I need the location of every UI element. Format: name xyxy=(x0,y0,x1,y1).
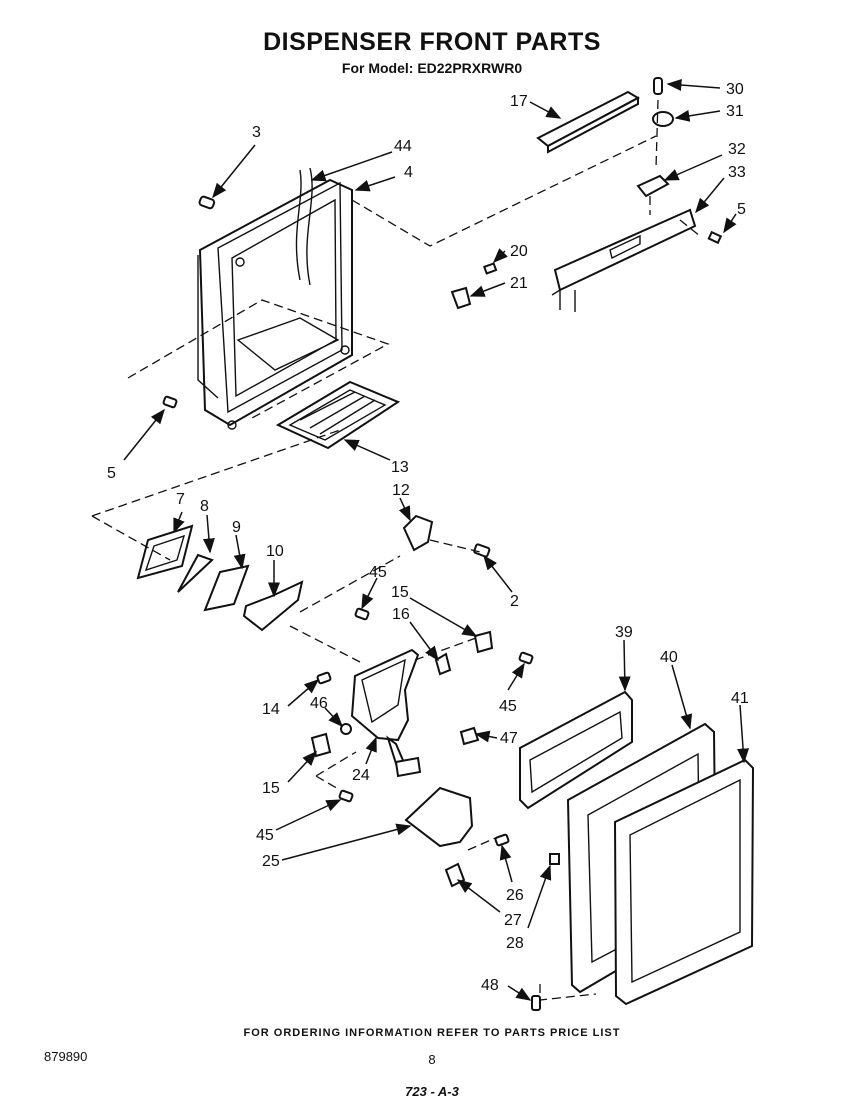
callout-45-c: 45 xyxy=(256,827,274,844)
screw-45-c xyxy=(338,789,354,803)
callout-28: 28 xyxy=(506,935,524,952)
callout-26: 26 xyxy=(506,887,524,904)
callout-10: 10 xyxy=(266,543,284,560)
callout-14: 14 xyxy=(262,701,280,718)
callout-20: 20 xyxy=(510,243,528,260)
callout-48: 48 xyxy=(481,977,499,994)
lever-24 xyxy=(350,648,422,778)
screw-48 xyxy=(531,995,541,1011)
callout-27: 27 xyxy=(504,912,522,929)
screw-2 xyxy=(473,543,491,558)
callout-5-left: 5 xyxy=(107,465,116,482)
bracket-32 xyxy=(636,174,670,198)
callout-5-right: 5 xyxy=(737,201,746,218)
part-28 xyxy=(549,853,560,865)
page-number: 8 xyxy=(428,1052,436,1067)
callout-44: 44 xyxy=(394,138,412,155)
callout-8: 8 xyxy=(200,498,209,515)
ordering-info-footer: FOR ORDERING INFORMATION REFER TO PARTS … xyxy=(243,1027,621,1039)
callout-2: 2 xyxy=(510,593,519,610)
screw-20 xyxy=(482,262,498,275)
callout-25: 25 xyxy=(262,853,280,870)
callout-24: 24 xyxy=(352,767,370,784)
assembly-dashed-lines xyxy=(91,99,701,1001)
callout-15-b: 15 xyxy=(262,780,280,797)
document-number: 879890 xyxy=(44,1049,88,1064)
callout-45-b: 45 xyxy=(499,698,517,715)
callout-41: 41 xyxy=(731,690,749,707)
callout-46: 46 xyxy=(310,695,328,712)
leader-lines xyxy=(123,79,750,1001)
callout-15-a: 15 xyxy=(391,584,409,601)
bracket-15-left xyxy=(310,732,332,758)
switch-12 xyxy=(402,514,434,552)
lens-8 xyxy=(177,553,214,593)
bracket-10 xyxy=(242,580,304,632)
screw-45-b xyxy=(518,651,534,665)
callout-labels: 3 44 4 17 30 31 32 33 5 20 21 5 13 7 8 9… xyxy=(107,81,749,994)
spring-16 xyxy=(434,652,452,676)
callout-9: 9 xyxy=(232,519,241,536)
callout-32: 32 xyxy=(728,141,746,158)
screw-26 xyxy=(494,833,510,847)
washer-46 xyxy=(340,723,352,735)
callout-12: 12 xyxy=(392,482,410,499)
callout-3: 3 xyxy=(252,124,261,141)
page-code: 723 - A-3 xyxy=(405,1084,459,1099)
part-47 xyxy=(459,726,480,746)
callout-16: 16 xyxy=(392,606,410,623)
screw-5-right xyxy=(707,230,723,245)
bracket-31 xyxy=(652,111,674,127)
top-bar xyxy=(536,90,641,154)
screw-5-left xyxy=(162,395,178,409)
callout-30: 30 xyxy=(726,81,744,98)
callout-47: 47 xyxy=(500,730,518,747)
callout-4: 4 xyxy=(404,164,413,181)
lens-frame-7 xyxy=(136,524,194,580)
callout-31: 31 xyxy=(726,103,744,120)
page-title: DISPENSER FRONT PARTS xyxy=(263,28,601,56)
callout-21: 21 xyxy=(510,275,528,292)
plug-3 xyxy=(198,195,216,210)
callout-39: 39 xyxy=(615,624,633,641)
callout-33: 33 xyxy=(728,164,746,181)
screw-30 xyxy=(653,77,663,95)
bracket-15-right xyxy=(473,630,494,654)
dispenser-housing xyxy=(197,167,353,430)
panel-39 xyxy=(519,690,633,810)
screw-45-a xyxy=(354,607,370,621)
callout-7: 7 xyxy=(176,491,185,508)
callout-17: 17 xyxy=(510,93,528,110)
pin-14 xyxy=(316,671,332,685)
callout-13: 13 xyxy=(391,459,409,476)
callout-45-a: 45 xyxy=(369,564,387,581)
model-subtitle: For Model: ED22PRXRWR0 xyxy=(341,60,523,76)
drip-grille xyxy=(275,380,401,450)
callout-40: 40 xyxy=(660,649,678,666)
ice-cup-25 xyxy=(404,786,474,848)
clip-21 xyxy=(450,286,472,310)
cover-9 xyxy=(203,564,250,612)
mounting-bracket xyxy=(551,208,697,312)
